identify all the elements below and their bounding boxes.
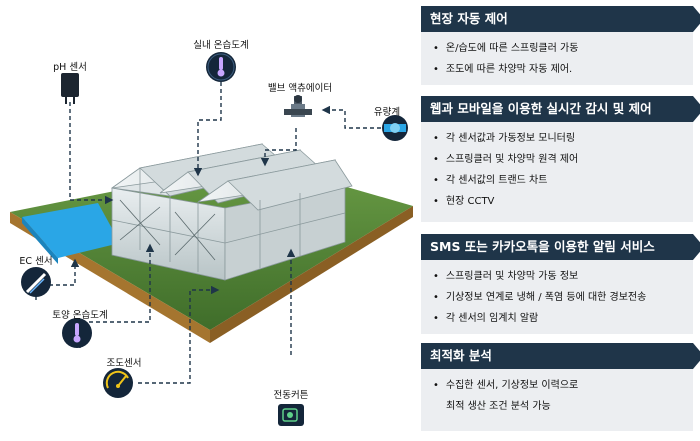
list-item: 최적 생산 조건 분석 가능	[446, 401, 551, 412]
connector-lines	[35, 82, 381, 384]
panel-remote-monitoring: 웹과 모바일을 이용한 실시간 감시 및 제어 각 센서값과 가동정보 모니터링…	[421, 96, 700, 222]
list-item: 스프링클러 및 차양막 가동 정보	[433, 266, 693, 287]
thermometer-icon	[206, 52, 236, 82]
ph-sensor-label: pH 센서	[53, 62, 87, 73]
light-sensor-icon	[103, 368, 133, 398]
water-channel	[22, 203, 120, 258]
light-sensor-label: 조도센서	[106, 358, 142, 369]
panel-title: 현장 자동 제어	[421, 6, 700, 32]
panel-title: 최적화 분석	[421, 343, 700, 369]
indoor-temp-humidity-label: 실내 온습도계	[193, 40, 249, 51]
panel-alert-service: SMS 또는 카카오톡을 이용한 알림 서비스 스프링클러 및 차양막 가동 정…	[421, 234, 700, 334]
list-item: 수집한 센서, 기상정보 이력으로	[433, 375, 693, 396]
list-item: 현장 CCTV	[433, 191, 693, 212]
list-item: 온/습도에 따른 스프링클러 가동	[433, 38, 693, 59]
panel-onsite-control: 현장 자동 제어 온/습도에 따른 스프링클러 가동 조도에 따른 차양막 자동…	[421, 6, 700, 85]
greenhouse-illustration: pH 센서 실내 온습도계 밸브 액츄에이터 유량계 EC 센서 토양 온습도계…	[10, 40, 413, 426]
motor-curtain-icon	[278, 404, 304, 426]
ph-sensor-icon	[61, 73, 79, 104]
soil-temp-humidity-label: 토양 온습도계	[52, 310, 108, 321]
greenhouse-scene	[10, 52, 413, 426]
soil-thermometer-icon	[62, 318, 92, 348]
panel-title: 웹과 모바일을 이용한 실시간 감시 및 제어	[421, 96, 700, 122]
motor-curtain-label: 전동커튼	[273, 390, 309, 401]
panel-title: SMS 또는 카카오톡을 이용한 알림 서비스	[421, 234, 700, 260]
panel-optimization: 최적화 분석 수집한 센서, 기상정보 이력으로 최적 생산 조건 분석 가능	[421, 343, 700, 431]
list-item: 각 센서값의 트랜드 차트	[433, 170, 693, 191]
list-item: 조도에 따른 차양막 자동 제어.	[433, 59, 693, 80]
greenhouse	[110, 143, 353, 281]
ec-sensor-label: EC 센서	[19, 256, 53, 267]
list-item: 각 센서의 임계치 알람	[433, 308, 693, 329]
valve-icon	[284, 95, 312, 117]
list-item: 각 센서값과 가동정보 모니터링	[433, 128, 693, 149]
ec-sensor-icon	[21, 267, 51, 297]
flow-meter-icon	[382, 115, 408, 141]
valve-actuator-label: 밸브 액츄에이터	[267, 83, 333, 94]
list-item: 기상정보 연계로 냉해 / 폭염 등에 대한 경보전송	[433, 287, 693, 308]
list-item: 스프링클러 및 차양막 원격 제어	[433, 149, 693, 170]
flow-meter-label: 유량계	[373, 107, 401, 118]
